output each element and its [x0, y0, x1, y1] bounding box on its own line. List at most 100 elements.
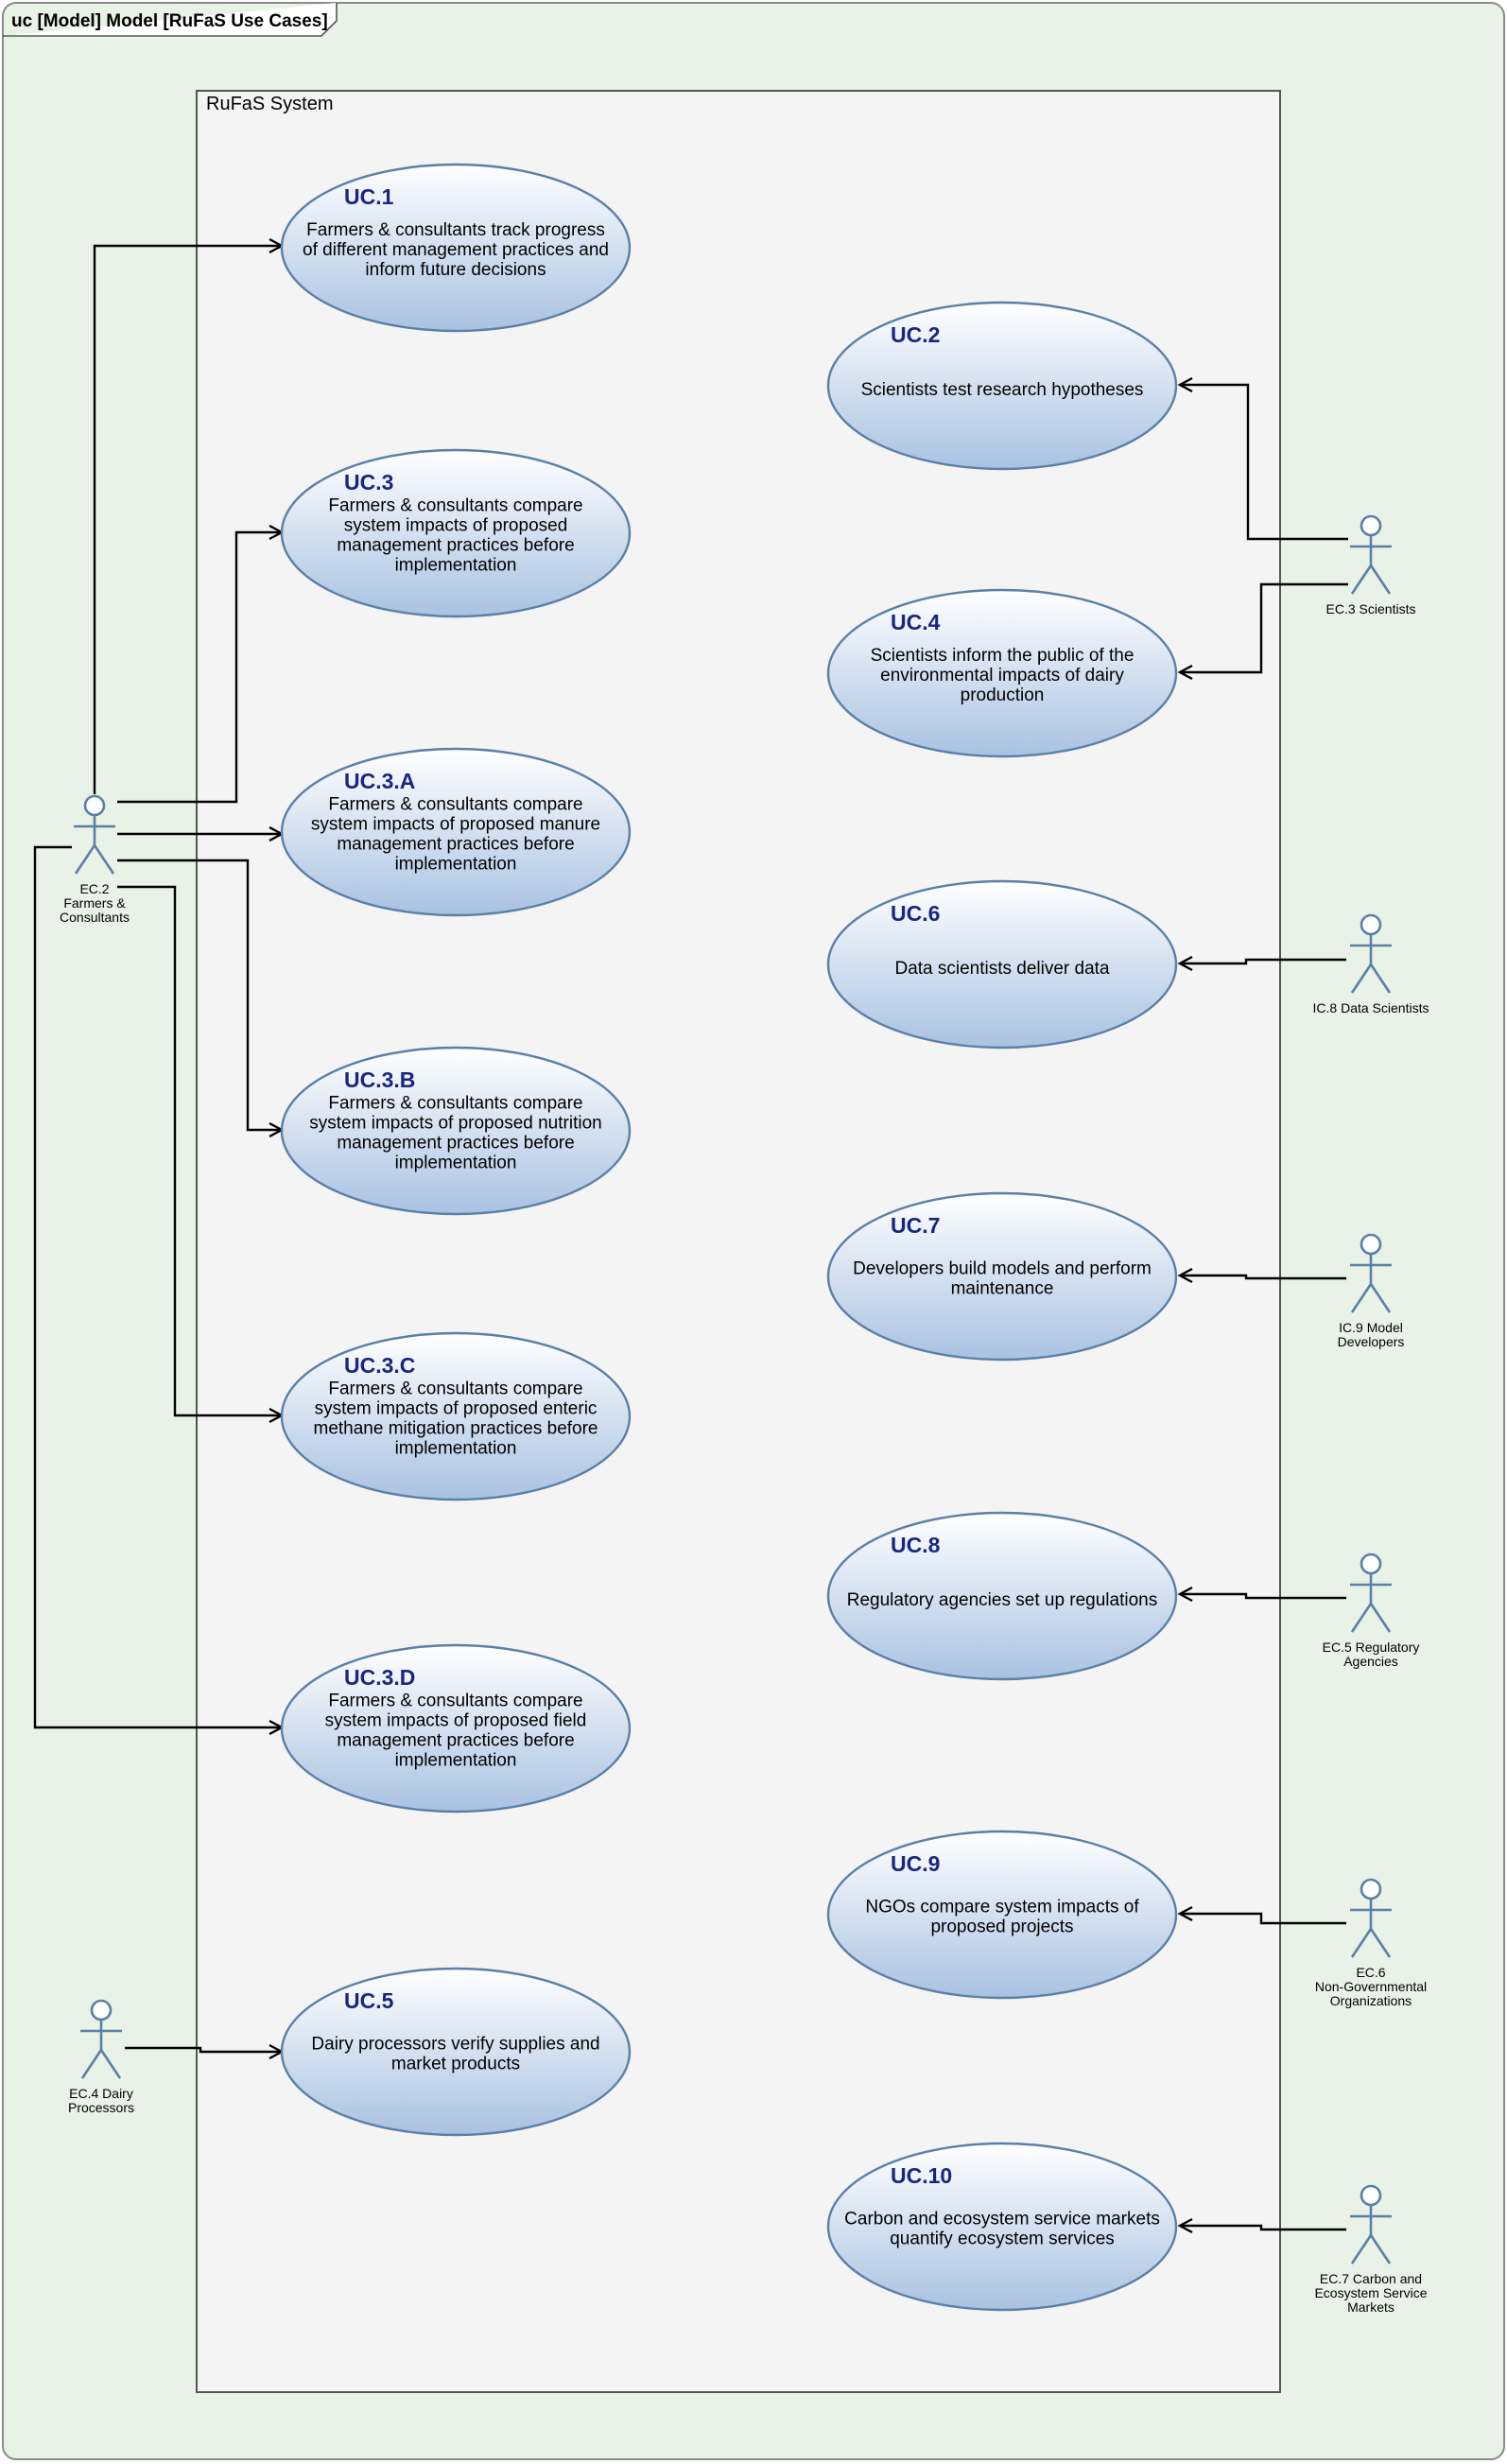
- actor-stick-figure-icon: [1350, 1233, 1392, 1313]
- use-case-description-line: environmental impacts of dairy: [880, 666, 1124, 685]
- use-case-ellipse: [826, 301, 1178, 471]
- use-case-id: UC.6: [891, 901, 940, 926]
- actor-stick-figure-icon: [74, 794, 115, 875]
- use-case-description-line: Developers build models and perform: [853, 1259, 1152, 1279]
- use-case-description-line: of different management practices and: [303, 240, 609, 260]
- use-case-description-line: system impacts of proposed enteric: [315, 1399, 598, 1419]
- use-case-description-line: Farmers & consultants track progress: [306, 220, 605, 240]
- use-case-id: UC.9: [891, 1851, 940, 1876]
- arrowhead-uc10: [1177, 2217, 1193, 2234]
- actor-stick-figure-icon: [1350, 514, 1392, 595]
- association-ec2-uc3c: [117, 885, 280, 1417]
- actor-label-line: EC.4 Dairy: [69, 2086, 133, 2101]
- use-case-description-line: implementation: [395, 1439, 517, 1459]
- use-case-description-line: system impacts of proposed field: [325, 1711, 587, 1731]
- actor-label-line: EC.2: [79, 881, 109, 896]
- use-case-description-line: Data scientists deliver data: [894, 959, 1109, 979]
- actor-label-line: EC.6: [1356, 1965, 1385, 1980]
- actor-stick-figure-icon: [80, 1999, 122, 2079]
- use-case-id: UC.3: [344, 470, 393, 495]
- use-case-description-line: Scientists inform the public of the: [871, 646, 1135, 666]
- actor-stick-figure-icon: [1350, 913, 1392, 994]
- use-case-description-line: implementation: [395, 1154, 517, 1173]
- actor-label-line: Developers: [1338, 1334, 1405, 1349]
- use-case-description-line: production: [961, 685, 1045, 705]
- frame-title: uc [Model] Model [RuFaS Use Cases]: [11, 11, 328, 31]
- association-ec3-uc2: [1182, 383, 1348, 541]
- actor-stick-figure-icon: [1350, 1553, 1392, 1633]
- arrowhead-uc6: [1177, 955, 1193, 972]
- use-case-ellipse: [280, 163, 632, 333]
- association-ec2-uc3b: [117, 859, 280, 1132]
- actor-label-line: Farmers &: [63, 895, 126, 911]
- use-case-description-line: Farmers & consultants compare: [328, 1379, 582, 1399]
- use-case-id: UC.8: [891, 1533, 941, 1557]
- use-case-description-line: management practices before: [337, 1731, 574, 1751]
- actor-label-line: IC.8 Data Scientists: [1313, 1000, 1429, 1015]
- actor-label-line: EC.7 Carbon and: [1320, 2271, 1422, 2286]
- use-case-id: UC.3.D: [344, 1665, 415, 1690]
- arrowhead-uc7: [1177, 1267, 1193, 1284]
- use-case-id: UC.4: [891, 610, 941, 634]
- association-ic8-uc6: [1182, 958, 1346, 965]
- actor-label-line: Processors: [68, 2100, 134, 2115]
- actor-label-line: Non-Governmental: [1315, 1979, 1427, 1994]
- arrowhead-uc8: [1177, 1586, 1193, 1603]
- association-ic9-uc7: [1182, 1274, 1346, 1280]
- use-case-description-line: Farmers & consultants compare: [328, 496, 582, 516]
- actor-ic8[interactable]: IC.8 Data Scientists: [1313, 913, 1429, 1015]
- use-case-ellipse: [826, 1830, 1178, 2000]
- frame-tab: [3, 3, 338, 37]
- use-case-description-line: implementation: [395, 855, 517, 875]
- actor-label-line: Organizations: [1330, 1993, 1412, 2008]
- arrowhead-uc2: [1177, 376, 1193, 393]
- association-ec2-uc3d: [33, 845, 280, 1729]
- actor-stick-figure-icon: [1350, 2184, 1392, 2264]
- actor-ec3[interactable]: EC.3 Scientists: [1326, 514, 1416, 616]
- use-case-description-line: system impacts of proposed: [344, 516, 568, 536]
- use-case-description-line: proposed projects: [930, 1917, 1073, 1937]
- actor-label-line: Consultants: [60, 910, 130, 925]
- use-case-ellipse: [280, 1046, 632, 1216]
- use-case-ellipse: [280, 1967, 632, 2137]
- use-case-description-line: methane mitigation practices before: [314, 1419, 598, 1439]
- use-case-id: UC.3.A: [344, 769, 415, 793]
- use-case-description-line: management practices before: [337, 835, 574, 855]
- use-case-description-line: Regulatory agencies set up regulations: [847, 1590, 1157, 1610]
- use-case-id: UC.7: [891, 1213, 940, 1238]
- actor-label-line: IC.9 Model: [1339, 1320, 1403, 1335]
- use-case-description-line: Dairy processors verify supplies and: [311, 2035, 599, 2055]
- use-case-ellipse: [826, 879, 1178, 1050]
- association-ec4-uc5: [125, 2046, 280, 2054]
- use-case-description-line: Farmers & consultants compare: [328, 795, 582, 815]
- actor-label-line: EC.5 Regulatory: [1323, 1640, 1420, 1655]
- association-ec5-uc8: [1182, 1592, 1346, 1600]
- use-case-description-line: Scientists test research hypotheses: [861, 380, 1144, 400]
- use-case-ellipse: [826, 1191, 1178, 1362]
- use-case-description-line: system impacts of proposed manure: [311, 815, 600, 835]
- association-ec6-uc9: [1182, 1912, 1346, 1925]
- use-case-description-line: Farmers & consultants compare: [328, 1094, 582, 1114]
- use-case-ellipse: [280, 1331, 632, 1501]
